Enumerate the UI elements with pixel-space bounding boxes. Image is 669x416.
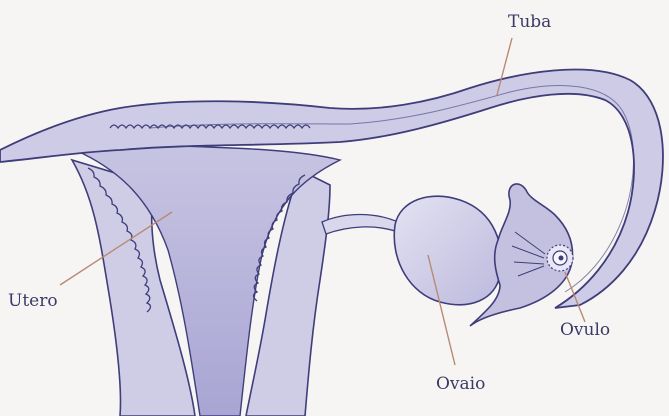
ovum-cell-icon <box>547 245 573 271</box>
label-ovaio: Ovaio <box>436 376 485 393</box>
label-utero: Utero <box>8 293 58 310</box>
label-ovulo: Ovulo <box>560 322 610 339</box>
ovary-shape <box>394 196 501 305</box>
ovarian-ligament <box>322 215 398 235</box>
label-tuba: Tuba <box>508 14 551 31</box>
